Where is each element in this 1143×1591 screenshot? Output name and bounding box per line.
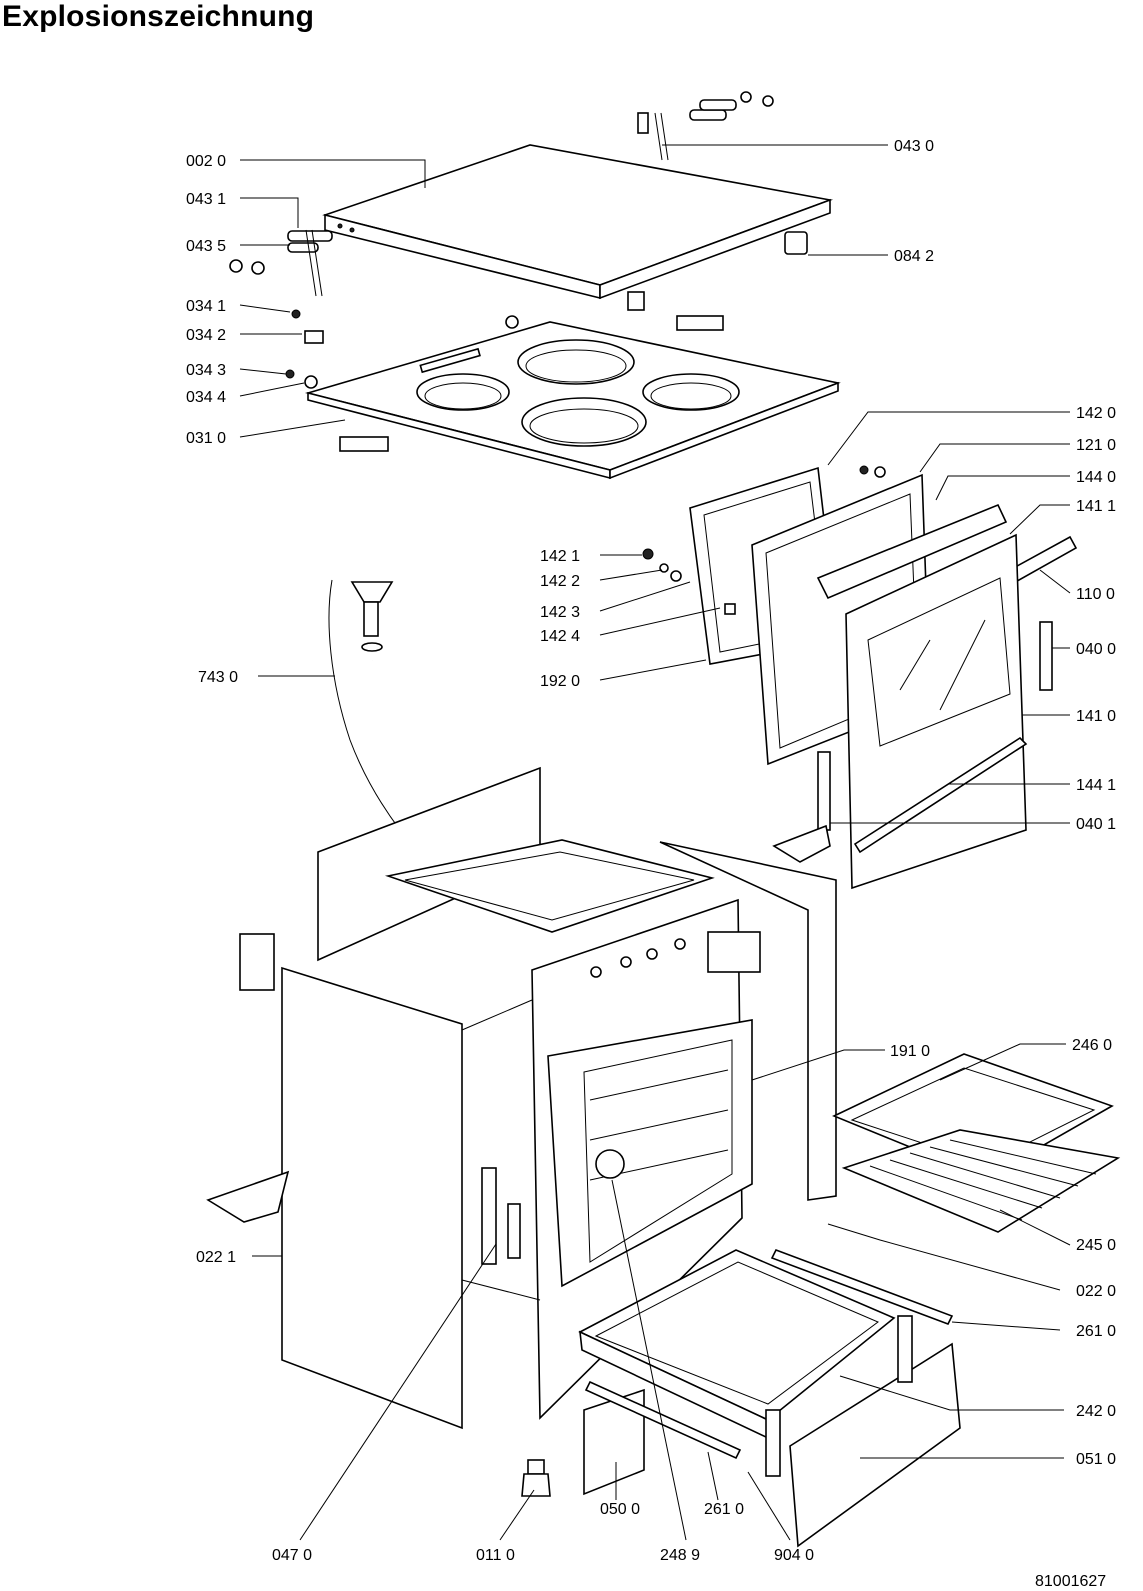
callout-labels: 002 0 043 1 043 5 034 1 034 2 034 3 034 … xyxy=(186,138,1116,1590)
callout-034-1: 034 1 xyxy=(186,298,226,315)
cooker-body-part xyxy=(206,766,837,1430)
hose-part xyxy=(328,579,424,831)
callout-142-3: 142 3 xyxy=(540,604,580,621)
callout-040-0: 040 0 xyxy=(1076,641,1116,658)
callout-261-0-right: 261 0 xyxy=(1076,1323,1116,1340)
callout-022-0: 022 0 xyxy=(1076,1283,1116,1300)
callout-141-0: 141 0 xyxy=(1076,708,1116,725)
callout-142-2: 142 2 xyxy=(540,573,580,590)
callout-142-0: 142 0 xyxy=(1076,405,1116,422)
callout-192-0: 192 0 xyxy=(540,673,580,690)
callout-248-9: 248 9 xyxy=(660,1547,700,1564)
callout-043-1: 043 1 xyxy=(186,191,226,208)
callout-245-0: 245 0 xyxy=(1076,1237,1116,1254)
callout-050-0: 050 0 xyxy=(600,1501,640,1518)
lid-hinge-part xyxy=(229,229,333,297)
callout-022-1: 022 1 xyxy=(196,1249,236,1266)
top-hinge-part xyxy=(637,91,774,161)
callout-242-0: 242 0 xyxy=(1076,1403,1116,1420)
callout-051-0: 051 0 xyxy=(1076,1451,1116,1468)
drawer-part xyxy=(578,1248,961,1548)
top-lid-part xyxy=(322,144,834,311)
callout-034-2: 034 2 xyxy=(186,327,226,344)
callout-144-0: 144 0 xyxy=(1076,469,1116,486)
callout-040-1: 040 1 xyxy=(1076,816,1116,833)
callout-246-0: 246 0 xyxy=(1072,1037,1112,1054)
callout-034-3: 034 3 xyxy=(186,362,226,379)
oven-door-assembly xyxy=(642,465,1078,890)
callout-110-0: 110 0 xyxy=(1076,586,1115,603)
callout-002-0: 002 0 xyxy=(186,153,226,170)
callout-031-0: 031 0 xyxy=(186,430,226,447)
leader-lines xyxy=(239,144,1071,1541)
callout-261-0-bottom: 261 0 xyxy=(704,1501,744,1518)
callout-144-1: 144 1 xyxy=(1076,777,1116,794)
callout-141-1: 141 1 xyxy=(1076,498,1116,515)
document-number: 81001627 xyxy=(1035,1573,1106,1590)
diagram-title: Explosionszeichnung xyxy=(2,0,315,33)
callout-043-5: 043 5 xyxy=(186,238,226,255)
callout-142-1: 142 1 xyxy=(540,548,580,565)
callout-191-0: 191 0 xyxy=(890,1043,930,1060)
callout-084-2: 084 2 xyxy=(894,248,934,265)
callout-043-0: 043 0 xyxy=(894,138,934,155)
grid-rack-part xyxy=(841,1129,1121,1233)
callout-743-0: 743 0 xyxy=(198,669,238,686)
callout-047-0: 047 0 xyxy=(272,1547,312,1564)
callout-142-4: 142 4 xyxy=(540,628,580,645)
callout-034-4: 034 4 xyxy=(186,389,226,406)
hob-plate-part xyxy=(285,309,841,480)
adjustable-foot-part xyxy=(521,1459,551,1497)
callout-011-0: 011 0 xyxy=(476,1547,515,1564)
callout-904-0: 904 0 xyxy=(774,1547,814,1564)
callout-121-0: 121 0 xyxy=(1076,437,1116,454)
